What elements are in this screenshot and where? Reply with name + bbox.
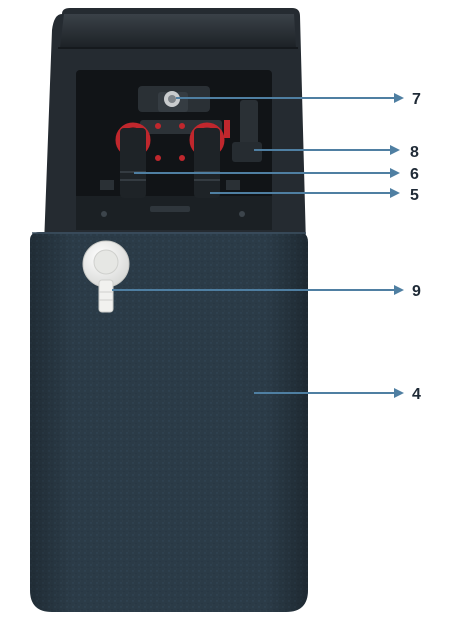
callout-label-4: 4 <box>412 386 421 403</box>
cabinet <box>30 232 308 612</box>
callout-label-7: 7 <box>412 91 421 108</box>
callout-line-8 <box>254 145 400 155</box>
callout-label-6: 6 <box>410 166 419 183</box>
callout-line-7 <box>176 93 404 103</box>
callout-label-9: 9 <box>412 283 421 300</box>
callout-line-4 <box>254 388 404 398</box>
callout-label-5: 5 <box>410 187 419 204</box>
callout-labels: 7 8 6 5 9 4 <box>410 91 421 403</box>
callout-lines <box>112 93 404 398</box>
callout-label-8: 8 <box>410 144 419 161</box>
callout-line-9 <box>112 285 404 295</box>
overflow-fitting <box>82 240 130 313</box>
callout-line-6 <box>134 168 400 178</box>
callout-line-5 <box>210 188 400 198</box>
